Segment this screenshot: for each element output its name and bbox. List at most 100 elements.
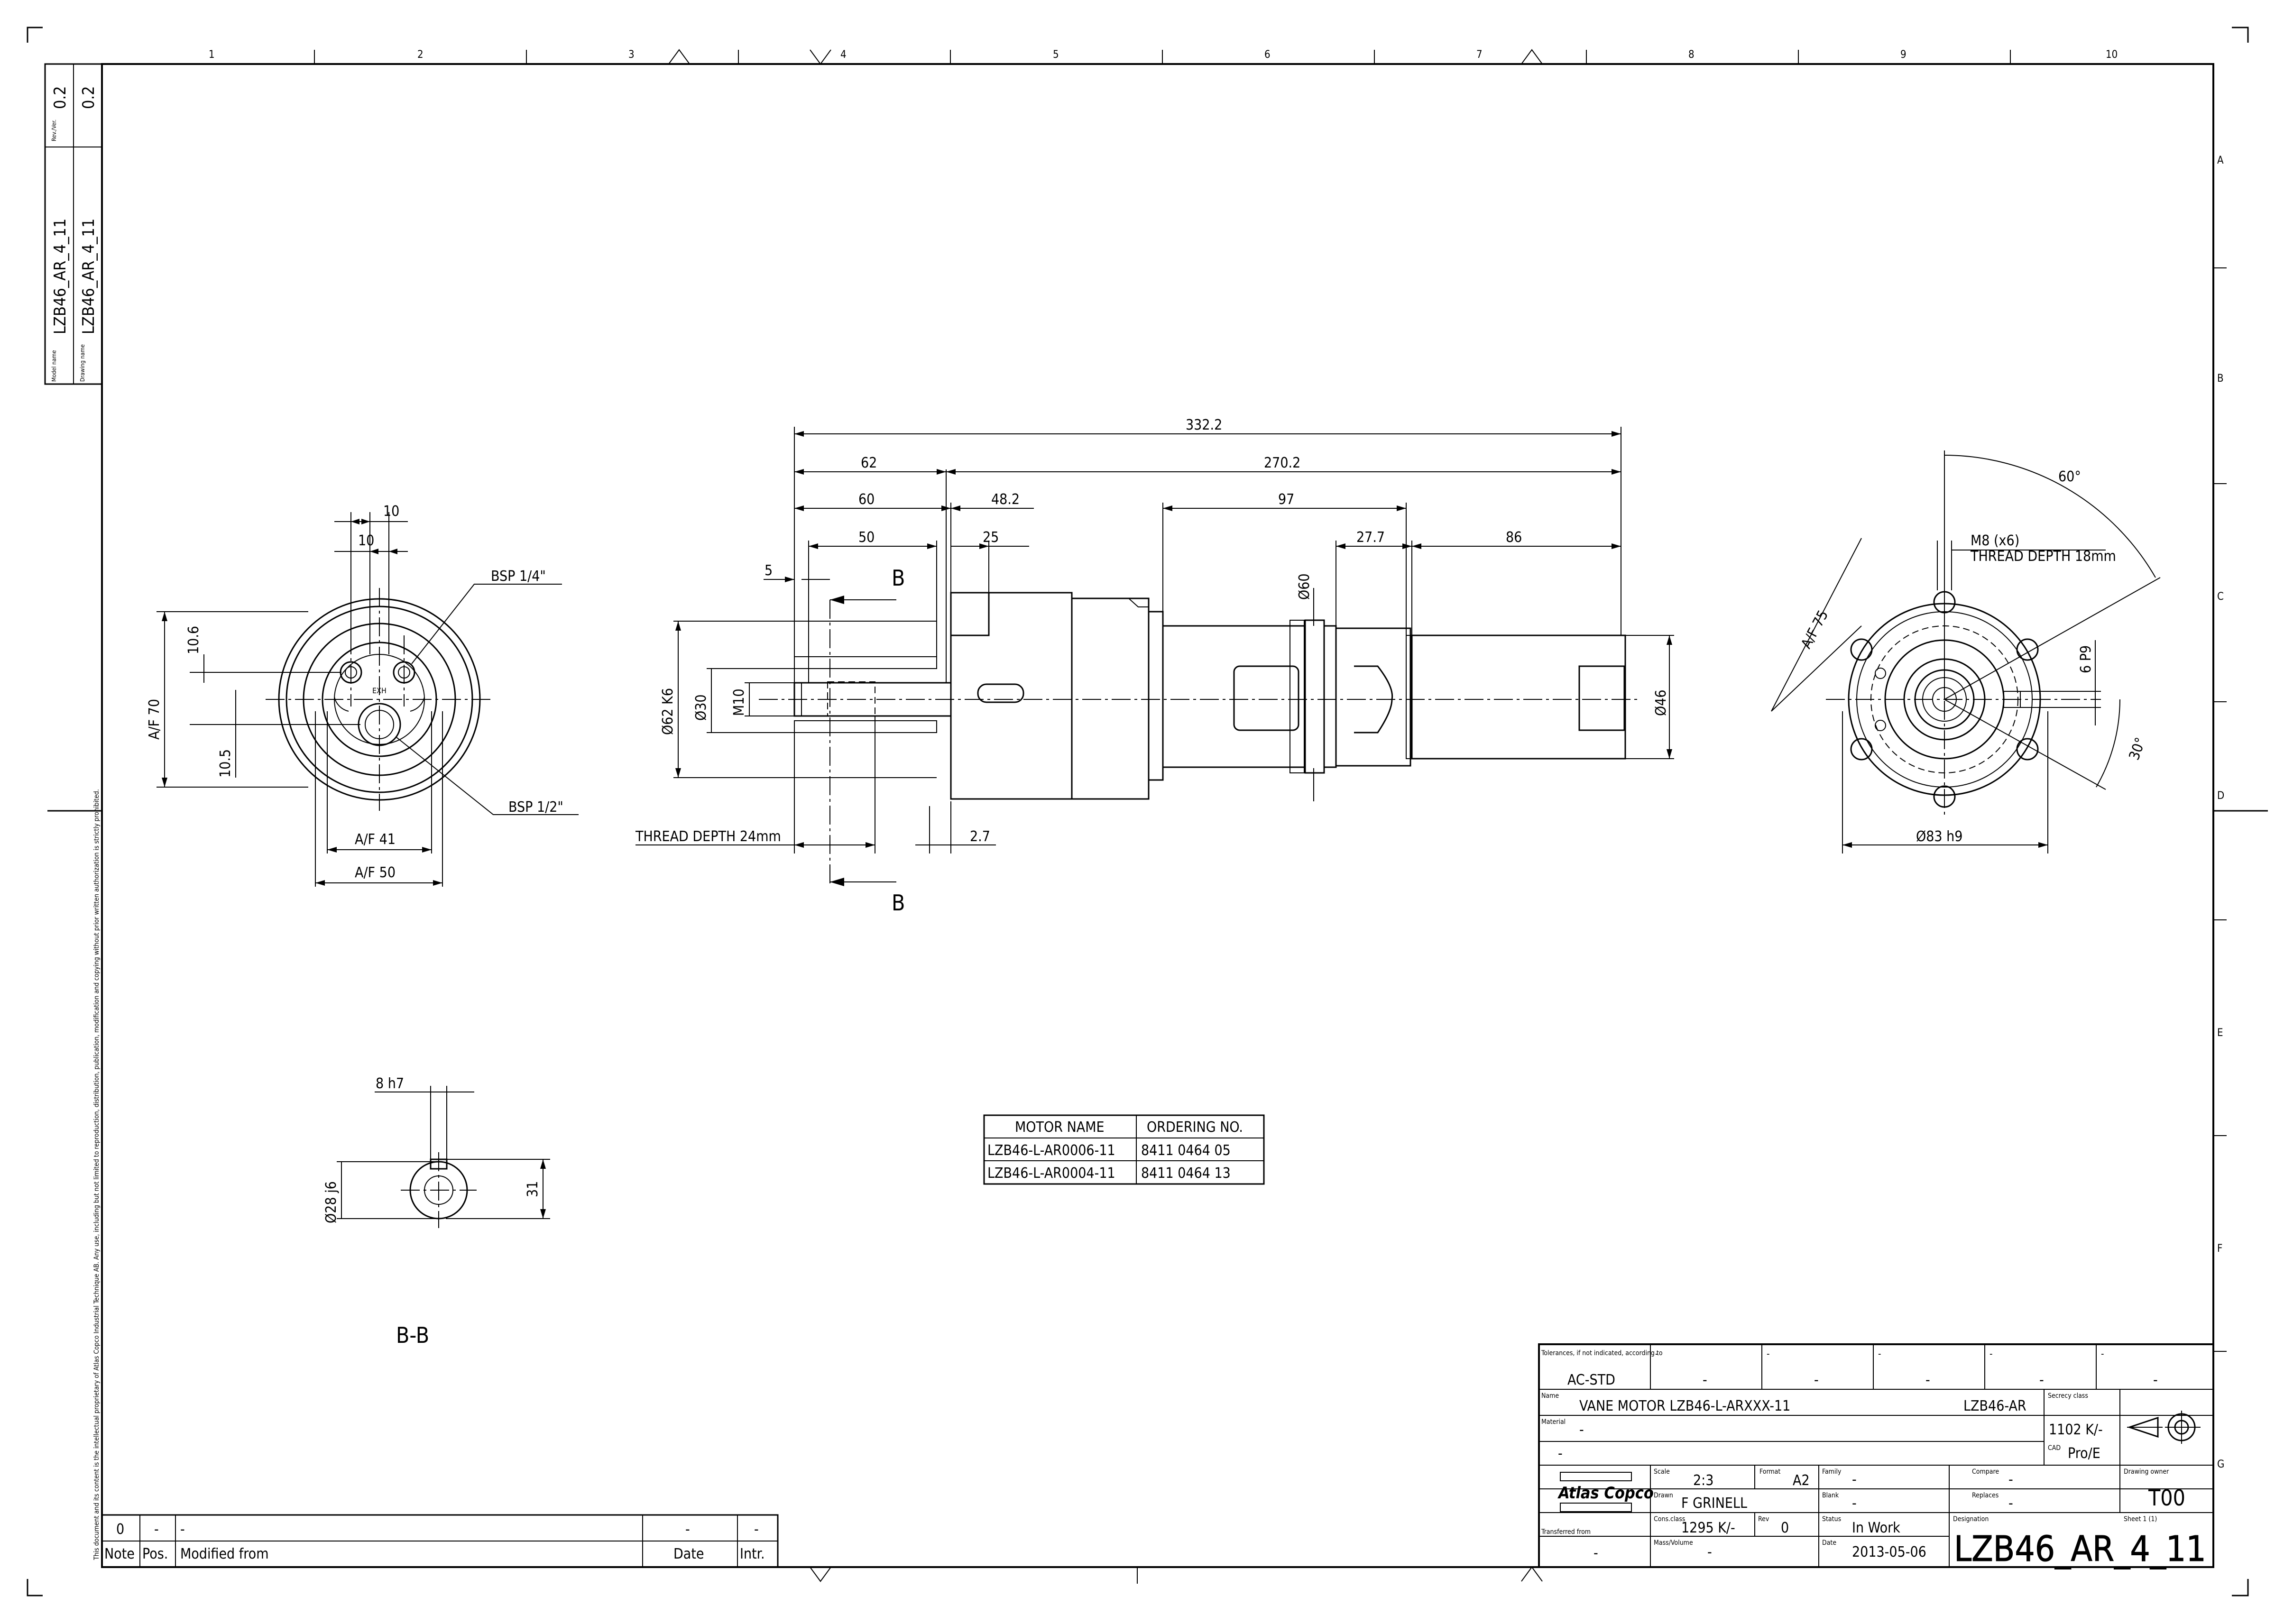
owner-label: Drawing owner: [2124, 1468, 2169, 1476]
section-label-b-top: B: [892, 565, 905, 591]
transferred-value: -: [1593, 1545, 1598, 1561]
tolerance-label: Tolerances, if not indicated, according …: [1541, 1349, 1663, 1357]
cons-value: 1295 K/-: [1681, 1520, 1735, 1536]
rev-pos-value: -: [154, 1521, 159, 1538]
mass-label: Mass/Volume: [1654, 1539, 1693, 1547]
drawing-name-label: Drawing name: [79, 344, 86, 382]
dim-2-7: 2.7: [970, 828, 990, 845]
dim-10-top: 10: [383, 503, 399, 520]
rev-label: Rev: [1758, 1515, 1769, 1523]
date-label: Date: [1822, 1539, 1836, 1547]
date-value: 2013-05-06: [1852, 1544, 1926, 1560]
dim-phi62: Ø62 K6: [660, 688, 676, 735]
rev-header-modified: Modified from: [180, 1546, 269, 1562]
rev-intr-value: -: [754, 1521, 759, 1538]
dim-af75: A/F 75: [1798, 607, 1832, 651]
rev-header-intr: Intr.: [740, 1546, 765, 1562]
dim-10-6: 10.6: [185, 626, 202, 654]
material-label: Material: [1541, 1418, 1566, 1426]
title-block: Tolerances, if not indicated, according …: [1538, 1343, 2214, 1570]
grid-col-5: 5: [1053, 49, 1059, 61]
format-value: A2: [1793, 1472, 1810, 1489]
dim-270: 270.2: [1264, 455, 1300, 471]
tol-dash-top-1: -: [1655, 1348, 1658, 1359]
table-header-ordering-no: ORDERING NO.: [1147, 1119, 1243, 1136]
left-end-view: EXH 10 10 10.6 10.5 A/F 70: [146, 503, 579, 887]
cad-label: CAD: [2048, 1444, 2061, 1452]
right-end-view: 60° M8 (x6) THREAD DEPTH 18mm A/F 75 6 P…: [1771, 450, 2161, 853]
format-label: Format: [1759, 1468, 1780, 1476]
status-label: Status: [1822, 1515, 1841, 1523]
scale-value: 2:3: [1693, 1472, 1713, 1489]
label-thread-depth-24: THREAD DEPTH 24mm: [635, 828, 781, 845]
tol-dash-top-3: -: [1878, 1348, 1881, 1359]
grid-col-8: 8: [1688, 49, 1695, 61]
model-name-box: Rev./Ver. 0.2 0.2 Model name LZB46_AR_4_…: [44, 63, 103, 385]
family-value: -: [1852, 1471, 1857, 1488]
material-value: -: [1579, 1422, 1584, 1438]
grid-col-3: 3: [628, 49, 635, 61]
tol-dash-5: -: [2153, 1372, 2158, 1388]
dim-60-deg: 60°: [2058, 468, 2081, 485]
dim-p9: 6 P9: [2078, 645, 2094, 673]
tol-dash-1: -: [1703, 1372, 1707, 1388]
tolerance-value: AC-STD: [1567, 1372, 1615, 1388]
rev-date-value: -: [685, 1521, 690, 1538]
ordering-table: MOTOR NAME ORDERING NO. LZB46-L-AR0006-1…: [983, 1114, 1265, 1185]
material-value-2: -: [1558, 1445, 1563, 1462]
grid-row-c: C: [2217, 591, 2224, 603]
dim-25: 25: [983, 529, 999, 546]
grid-col-9: 9: [1900, 49, 1907, 61]
compare-label: Compare: [1972, 1468, 1999, 1476]
grid-col-6: 6: [1264, 49, 1271, 61]
model-name-label: Model name: [51, 350, 57, 382]
table-cell-r2-c1: LZB46-L-AR0004-11: [987, 1165, 1115, 1182]
grid-col-2: 2: [417, 49, 424, 61]
secrecy-value: 1102 K/-: [2049, 1422, 2103, 1438]
brand-name: Atlas Copco: [1557, 1484, 1654, 1503]
drawn-value: F GRINELL: [1681, 1495, 1747, 1512]
dim-5: 5: [764, 562, 773, 579]
rev-value: 0: [1781, 1520, 1789, 1536]
grid-references: 1 2 3 4 5 6 7 8 9 10 A B C D E F G: [209, 49, 2224, 1470]
dim-86: 86: [1506, 529, 1522, 546]
grid-row-b: B: [2217, 373, 2224, 385]
grid-row-e: E: [2217, 1027, 2223, 1039]
sheet-label: Sheet 1 (1): [2124, 1515, 2157, 1523]
dim-62: 62: [861, 455, 877, 471]
compare-value: -: [2008, 1471, 2013, 1488]
dim-48: 48.2: [991, 491, 1020, 508]
rev-header-date: Date: [673, 1546, 704, 1562]
dim-50: 50: [858, 529, 875, 546]
side-view: B B 332.2 62 270.2 60 48.2 97: [635, 417, 1674, 916]
tol-dash-2: -: [1814, 1372, 1819, 1388]
grid-row-a: A: [2217, 155, 2224, 166]
label-m8: M8 (x6): [1971, 532, 2019, 549]
model-name-value: LZB46_AR_4_11: [51, 219, 70, 334]
dim-8h7: 8 h7: [376, 1075, 404, 1092]
dim-m10: M10: [731, 688, 747, 716]
mass-value: -: [1707, 1544, 1712, 1560]
table-cell-r1-c2: 8411 0464 05: [1141, 1142, 1231, 1159]
cad-value: Pro/E: [2068, 1445, 2100, 1462]
drawn-label: Drawn: [1654, 1492, 1673, 1499]
scale-label: Scale: [1654, 1468, 1670, 1476]
dim-60: 60: [858, 491, 875, 508]
dim-af50: A/F 50: [355, 864, 396, 881]
blank-value: -: [1852, 1495, 1857, 1512]
name-code: LZB46-AR: [1963, 1398, 2026, 1414]
dim-30-deg: 30°: [2126, 735, 2149, 762]
dim-af70: A/F 70: [146, 699, 163, 740]
dim-phi28: Ø28 j6: [323, 1181, 340, 1223]
section-label-b-bottom: B: [892, 890, 905, 916]
projection-symbol-icon: [2127, 1411, 2201, 1444]
replaces-value: -: [2008, 1495, 2013, 1512]
dim-10-5: 10.5: [217, 749, 234, 778]
blank-label: Blank: [1822, 1492, 1839, 1499]
label-bsp14: BSP 1/4": [491, 568, 546, 585]
tol-dash-top-5: -: [2101, 1348, 2104, 1359]
tol-dash-top-2: -: [1767, 1348, 1770, 1359]
dim-phi83: Ø83 h9: [1916, 828, 1962, 845]
tol-dash-4: -: [2039, 1372, 2044, 1388]
